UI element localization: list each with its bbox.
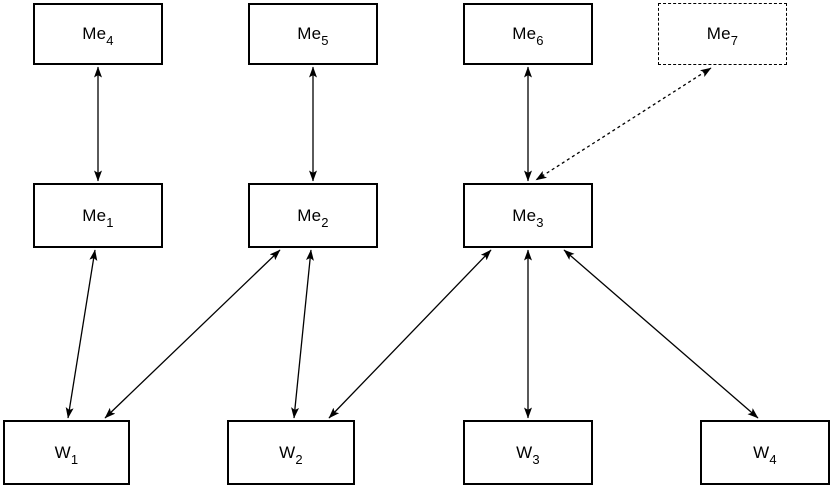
edge-me3-w4 <box>563 249 759 419</box>
node-me6: Me6 <box>463 3 593 65</box>
label-subscript: 3 <box>536 214 544 230</box>
edge-me7-me3 <box>535 67 712 181</box>
label-subscript: 1 <box>106 214 114 230</box>
label-subscript: 7 <box>730 33 739 49</box>
node-me4: Me4 <box>33 3 163 65</box>
node-w4: W4 <box>700 420 830 485</box>
label-text: Me <box>297 205 322 225</box>
node-w1: W1 <box>3 420 130 485</box>
label-subscript: 6 <box>536 33 544 49</box>
label-text: W <box>279 442 296 462</box>
label-subscript: 4 <box>769 451 777 467</box>
node-me2-label: Me2 <box>297 205 328 229</box>
node-w1-label: W1 <box>54 442 79 466</box>
node-me4-label: Me4 <box>82 24 113 47</box>
label-subscript: 2 <box>321 214 329 230</box>
node-w2-label: W2 <box>279 442 303 466</box>
node-me2: Me2 <box>248 183 378 248</box>
edge-me2-w1 <box>104 249 281 419</box>
node-me7: Me7 <box>658 3 787 65</box>
label-text: Me <box>82 24 107 43</box>
label-text: W <box>516 442 533 462</box>
node-w3: W3 <box>463 420 593 485</box>
label-subscript: 4 <box>106 33 114 49</box>
label-text: Me <box>297 24 322 43</box>
node-w3-label: W3 <box>516 442 540 466</box>
label-text: W <box>753 442 770 462</box>
node-me3: Me3 <box>463 183 593 248</box>
node-me1-label: Me1 <box>82 205 113 229</box>
label-subscript: 5 <box>321 33 329 49</box>
node-me7-label: Me7 <box>706 24 738 47</box>
node-me5-label: Me5 <box>297 24 328 47</box>
label-text: Me <box>82 205 107 225</box>
label-text: W <box>54 442 71 462</box>
label-subscript: 2 <box>295 451 303 467</box>
node-w2: W2 <box>227 420 355 485</box>
label-text: Me <box>512 24 537 43</box>
edge-me3-w2 <box>328 249 492 419</box>
label-subscript: 1 <box>70 451 79 467</box>
label-text: Me <box>706 24 731 43</box>
label-subscript: 3 <box>532 451 540 467</box>
node-me6-label: Me6 <box>512 24 543 47</box>
node-me1: Me1 <box>33 183 163 248</box>
node-me3-label: Me3 <box>512 205 543 229</box>
edge-me2-w2 <box>291 249 314 419</box>
label-text: Me <box>512 205 537 225</box>
node-w4-label: W4 <box>753 442 777 466</box>
node-me5: Me5 <box>248 3 378 65</box>
edge-me1-w1 <box>65 249 98 419</box>
